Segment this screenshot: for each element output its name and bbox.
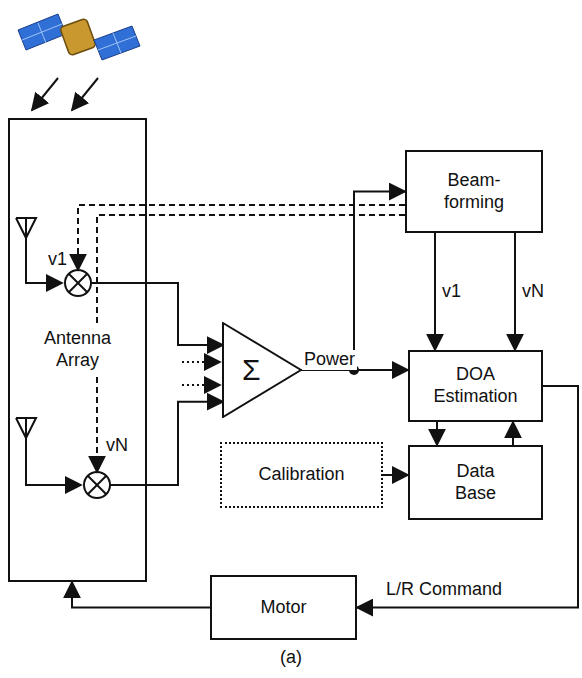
node-label: Beam- forming — [434, 170, 514, 213]
array-box: Antenna Array — [8, 118, 147, 582]
signal-arrow — [32, 78, 58, 110]
weight-line — [97, 215, 405, 472]
triangle-outline — [222, 322, 302, 418]
signal-connector — [436, 422, 438, 445]
signal-arrow — [72, 78, 98, 110]
optional-box: Calibration — [220, 442, 383, 508]
satellite — [18, 14, 140, 60]
storage-box: Data Base — [408, 445, 543, 520]
signal-connector — [357, 386, 578, 608]
summer-triangle: Σ — [222, 322, 302, 418]
node-label: Σ — [242, 352, 261, 388]
signal-name: vN — [520, 282, 546, 302]
signal-name: vN — [104, 436, 130, 456]
mixer-symbol — [65, 270, 110, 498]
node-label: Motor — [260, 597, 306, 619]
signal-connector — [514, 233, 516, 350]
dotted-input — [182, 362, 220, 385]
node-label: DOA Estimation — [424, 364, 528, 407]
signal-name: v1 — [46, 250, 69, 270]
node-label: Calibration — [258, 464, 344, 486]
node-label: Data Base — [444, 461, 508, 504]
process-box: Motor — [210, 575, 357, 640]
signal-connector — [383, 474, 408, 476]
signal-connector — [434, 233, 436, 350]
node-label: Antenna Array — [27, 326, 129, 373]
signal-name: v1 — [440, 282, 463, 302]
process-box: Beam- forming — [405, 150, 543, 233]
process-box: DOA Estimation — [408, 350, 543, 422]
signal-name: L/R Command — [384, 580, 504, 600]
signal-connector — [512, 422, 514, 445]
signal-connector — [301, 192, 405, 371]
signal-connector — [72, 582, 210, 608]
figure-caption-letter: (a) — [278, 648, 304, 668]
signal-name: Power — [302, 350, 357, 370]
